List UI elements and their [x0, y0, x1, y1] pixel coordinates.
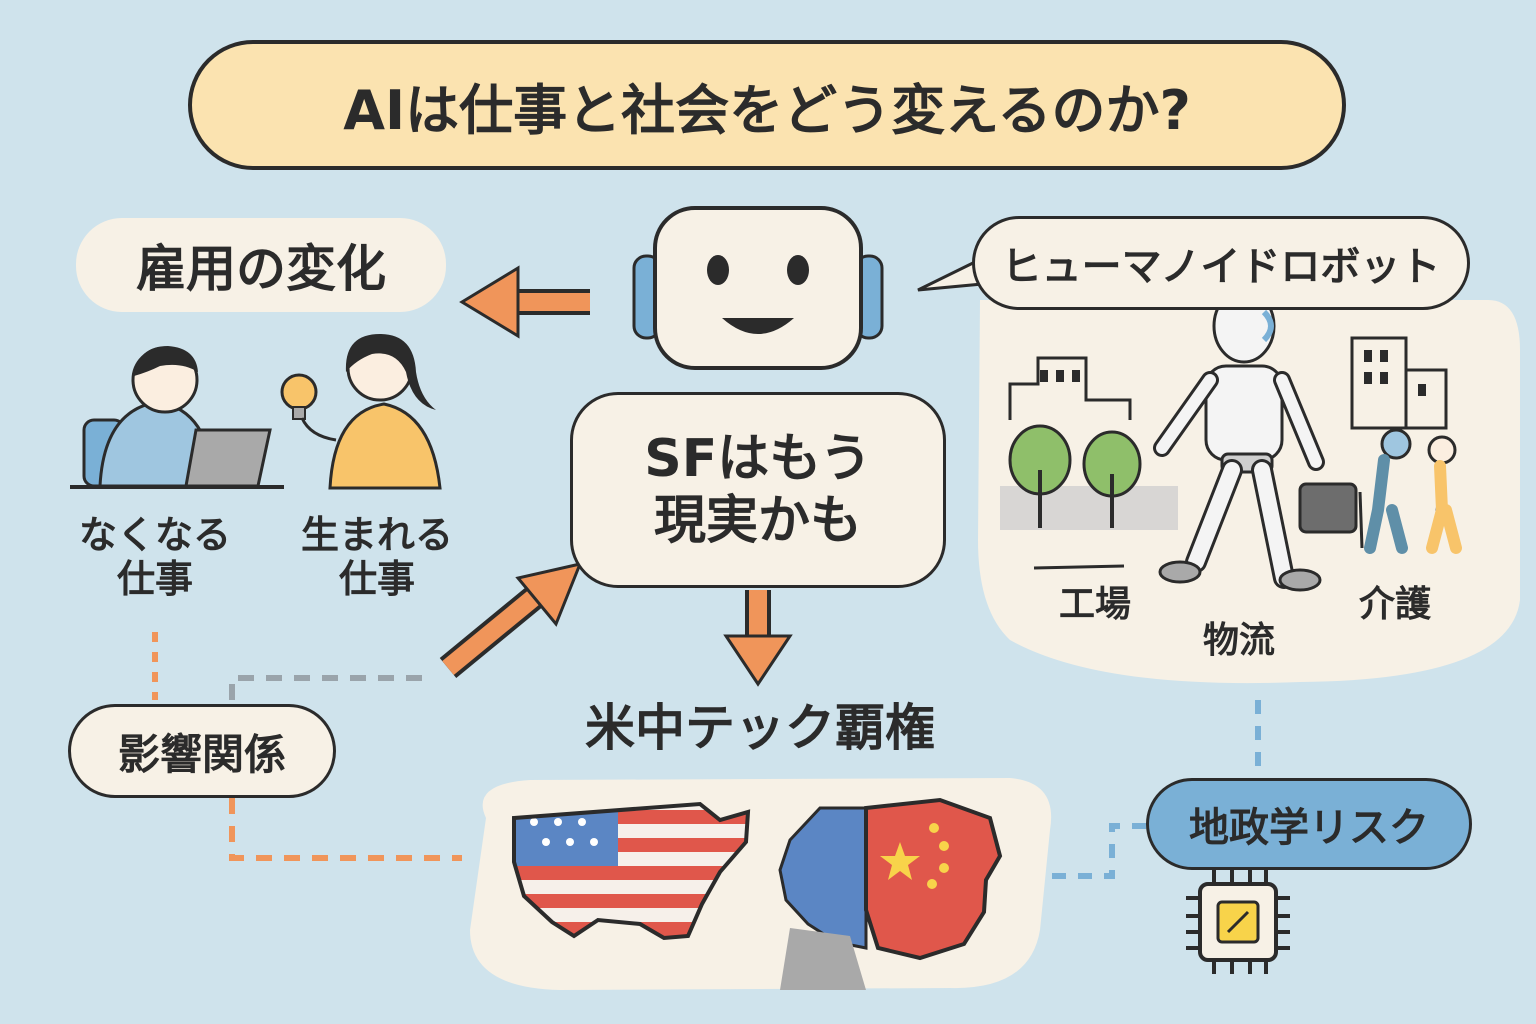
building-icon	[1008, 336, 1448, 430]
geo-risk-pill: 地政学リスク	[1146, 778, 1472, 870]
usa-flag-map-icon	[512, 801, 751, 941]
new-jobs-label: 生まれる 仕事	[282, 513, 472, 601]
humanoid-title: ヒューマノイドロボット	[1001, 244, 1441, 290]
chip-icon	[1186, 870, 1290, 974]
center-line1: SFはもう	[644, 428, 872, 489]
tree-icon	[1008, 424, 1142, 528]
logistics-label: 物流	[1202, 620, 1275, 661]
employment-title-box: 雇用の変化	[76, 218, 446, 312]
robot-head-icon	[632, 206, 884, 370]
arrow-to-tech	[723, 590, 793, 687]
elderly-care-icon	[1358, 428, 1462, 554]
connector-lines	[152, 632, 1261, 879]
humanoid-title-pill: ヒューマノイドロボット	[972, 216, 1470, 310]
arrow-to-employment	[459, 265, 590, 339]
new-jobs-line1: 生まれる	[300, 513, 453, 557]
new-jobs-line2: 仕事	[338, 556, 415, 601]
lost-jobs-line1: なくなる	[78, 513, 231, 557]
humanoid-scene	[978, 288, 1520, 684]
influence-label: 影響関係	[117, 729, 286, 779]
lost-jobs-label: なくなる 仕事	[60, 513, 250, 601]
center-line2: 現実かも	[653, 491, 862, 551]
care-label: 介護	[1358, 584, 1431, 625]
factory-label: 工場	[1058, 584, 1131, 625]
title-pill: AIは仕事と社会をどう変えるのか?	[188, 40, 1346, 170]
office-worker-icon	[70, 346, 284, 489]
center-sf-box: SFはもう 現実かも	[570, 392, 946, 588]
humanoid-robot-icon	[1153, 288, 1358, 592]
page-title: AIは仕事と社会をどう変えるのか?	[343, 78, 1191, 142]
influence-pill: 影響関係	[68, 704, 336, 798]
lost-jobs-line2: 仕事	[116, 556, 193, 601]
idea-person-icon	[280, 334, 442, 490]
tech-hegemony-label: 米中テック覇権	[585, 699, 935, 757]
geo-risk-label: 地政学リスク	[1189, 805, 1429, 851]
employment-title: 雇用の変化	[136, 240, 386, 298]
dashed-orange-link	[229, 798, 462, 861]
dashed-gray-link	[229, 675, 432, 700]
arrow-to-center	[439, 561, 583, 679]
dashed-blue-link	[1052, 823, 1150, 879]
africa-shadow	[780, 928, 866, 990]
